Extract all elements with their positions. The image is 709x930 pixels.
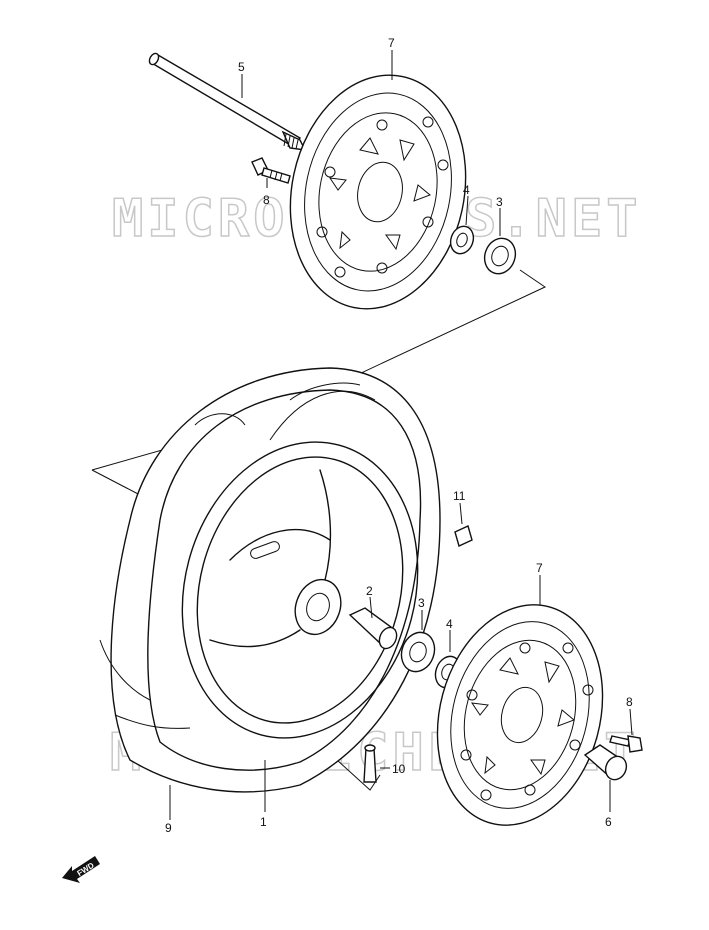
- brake-disc-top: [289, 74, 467, 310]
- bolt-top: [251, 157, 291, 184]
- bearing-top: [483, 237, 517, 275]
- collar-side: [583, 744, 628, 781]
- part-label-10: 10: [392, 762, 406, 776]
- part-label-4-bottom: 4: [446, 617, 453, 631]
- part-label-1: 1: [260, 815, 267, 829]
- axle: [148, 52, 307, 151]
- leader-lines: [169, 50, 633, 820]
- part-label-5: 5: [238, 60, 245, 74]
- collar: [348, 607, 398, 650]
- tire-valve: [363, 744, 377, 783]
- part-label-9: 9: [165, 821, 172, 835]
- part-label-3-top: 3: [496, 195, 503, 209]
- part-label-7-bottom: 7: [536, 561, 543, 575]
- wheel-rim: [181, 441, 419, 739]
- forward-arrow-icon: FWD: [62, 856, 100, 883]
- part-label-11: 11: [453, 489, 466, 503]
- part-label-6: 6: [605, 815, 612, 829]
- bearing-bottom: [400, 631, 436, 673]
- part-label-7-top: 7: [388, 36, 395, 50]
- part-label-2: 2: [366, 584, 373, 598]
- bolt-bottom: [609, 735, 643, 753]
- part-label-8-bottom: 8: [626, 695, 633, 709]
- spacer-top: [449, 225, 475, 255]
- part-label-8-top: 8: [263, 193, 270, 207]
- part-label-4-top: 4: [463, 183, 470, 197]
- part-label-3-bottom: 3: [418, 596, 425, 610]
- balance-weight: [454, 525, 473, 547]
- brake-disc-bottom: [436, 604, 604, 826]
